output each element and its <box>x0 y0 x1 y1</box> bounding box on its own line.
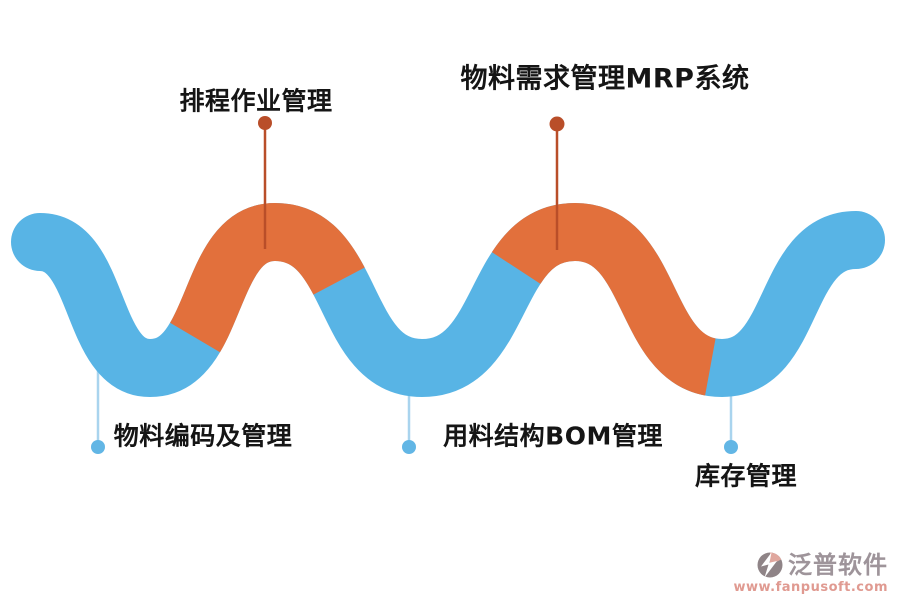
connector-dots-blue <box>91 440 738 454</box>
label-bom: 用料结构BOM管理 <box>443 421 663 451</box>
vendor-name: 泛普软件 <box>788 551 888 579</box>
connector-dot-inventory <box>724 440 738 454</box>
vendor-watermark: 泛普软件 www.fanpusoft.com <box>733 552 888 594</box>
connector-stems-orange <box>258 116 565 250</box>
connector-dot-mrp <box>549 116 565 132</box>
label-inventory: 库存管理 <box>694 461 798 491</box>
connector-dot-scheduling <box>258 116 272 130</box>
vendor-url: www.fanpusoft.com <box>733 580 888 595</box>
label-mrp: 物料需求管理MRP系统 <box>460 63 750 95</box>
connector-dot-material-coding <box>91 440 105 454</box>
label-scheduling: 排程作业管理 <box>179 86 333 116</box>
connector-dot-bom <box>402 440 416 454</box>
wave-ribbon-blue <box>11 202 885 398</box>
label-material-coding: 物料编码及管理 <box>113 421 293 451</box>
fanpu-logo-icon <box>757 552 783 578</box>
